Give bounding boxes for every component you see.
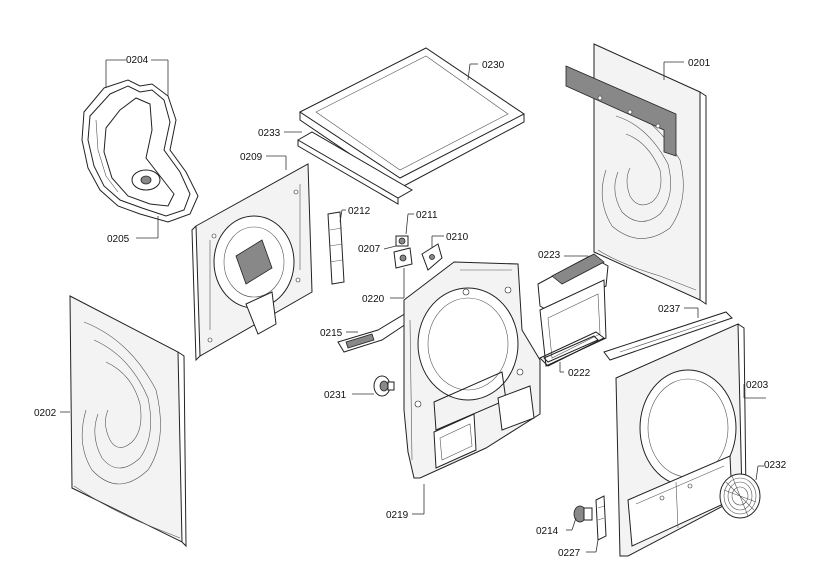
- part-0232-grille: [719, 473, 761, 519]
- part-0237-rail: [603, 311, 733, 361]
- label-0220: 0220: [362, 294, 385, 305]
- label-0227: 0227: [558, 548, 581, 559]
- label-0237: 0237: [658, 304, 681, 315]
- part-0223-filter-housing: [537, 253, 609, 367]
- label-0204: 0204: [126, 55, 149, 66]
- label-0210: 0210: [446, 232, 469, 243]
- label-0222: 0222: [568, 368, 591, 379]
- label-0201: 0201: [688, 58, 711, 69]
- part-0214-hinge: [573, 505, 593, 523]
- part-0204-0205-seals: [81, 79, 199, 223]
- label-0230: 0230: [482, 60, 505, 71]
- label-0232: 0232: [764, 460, 787, 471]
- label-0207: 0207: [358, 244, 381, 255]
- label-0223: 0223: [538, 250, 561, 261]
- label-0219: 0219: [386, 510, 409, 521]
- part-0207-0211-sensors: [393, 235, 413, 269]
- label-0214: 0214: [536, 526, 559, 537]
- part-0222-seal: [539, 331, 605, 367]
- part-0202-side-panel: [69, 295, 187, 548]
- part-0231-knob: [373, 375, 395, 397]
- label-0205: 0205: [107, 234, 130, 245]
- label-0231: 0231: [324, 390, 347, 401]
- label-0215: 0215: [320, 328, 343, 339]
- label-0202: 0202: [34, 408, 57, 419]
- part-0209-rear-panel: [191, 163, 313, 362]
- label-0209: 0209: [240, 152, 263, 163]
- label-0233: 0233: [258, 128, 281, 139]
- part-0210-holder: [421, 243, 443, 271]
- part-0227-handle: [595, 495, 607, 541]
- label-0211: 0211: [416, 210, 438, 221]
- label-0212: 0212: [348, 206, 371, 217]
- part-0201-side-panel: [565, 43, 707, 305]
- label-0203: 0203: [746, 380, 769, 391]
- part-0212-bracket: [327, 211, 345, 285]
- part-0203-front-panel: [615, 323, 747, 557]
- part-0219-front-frame: [403, 261, 541, 479]
- part-0230-top-cover: [296, 47, 525, 205]
